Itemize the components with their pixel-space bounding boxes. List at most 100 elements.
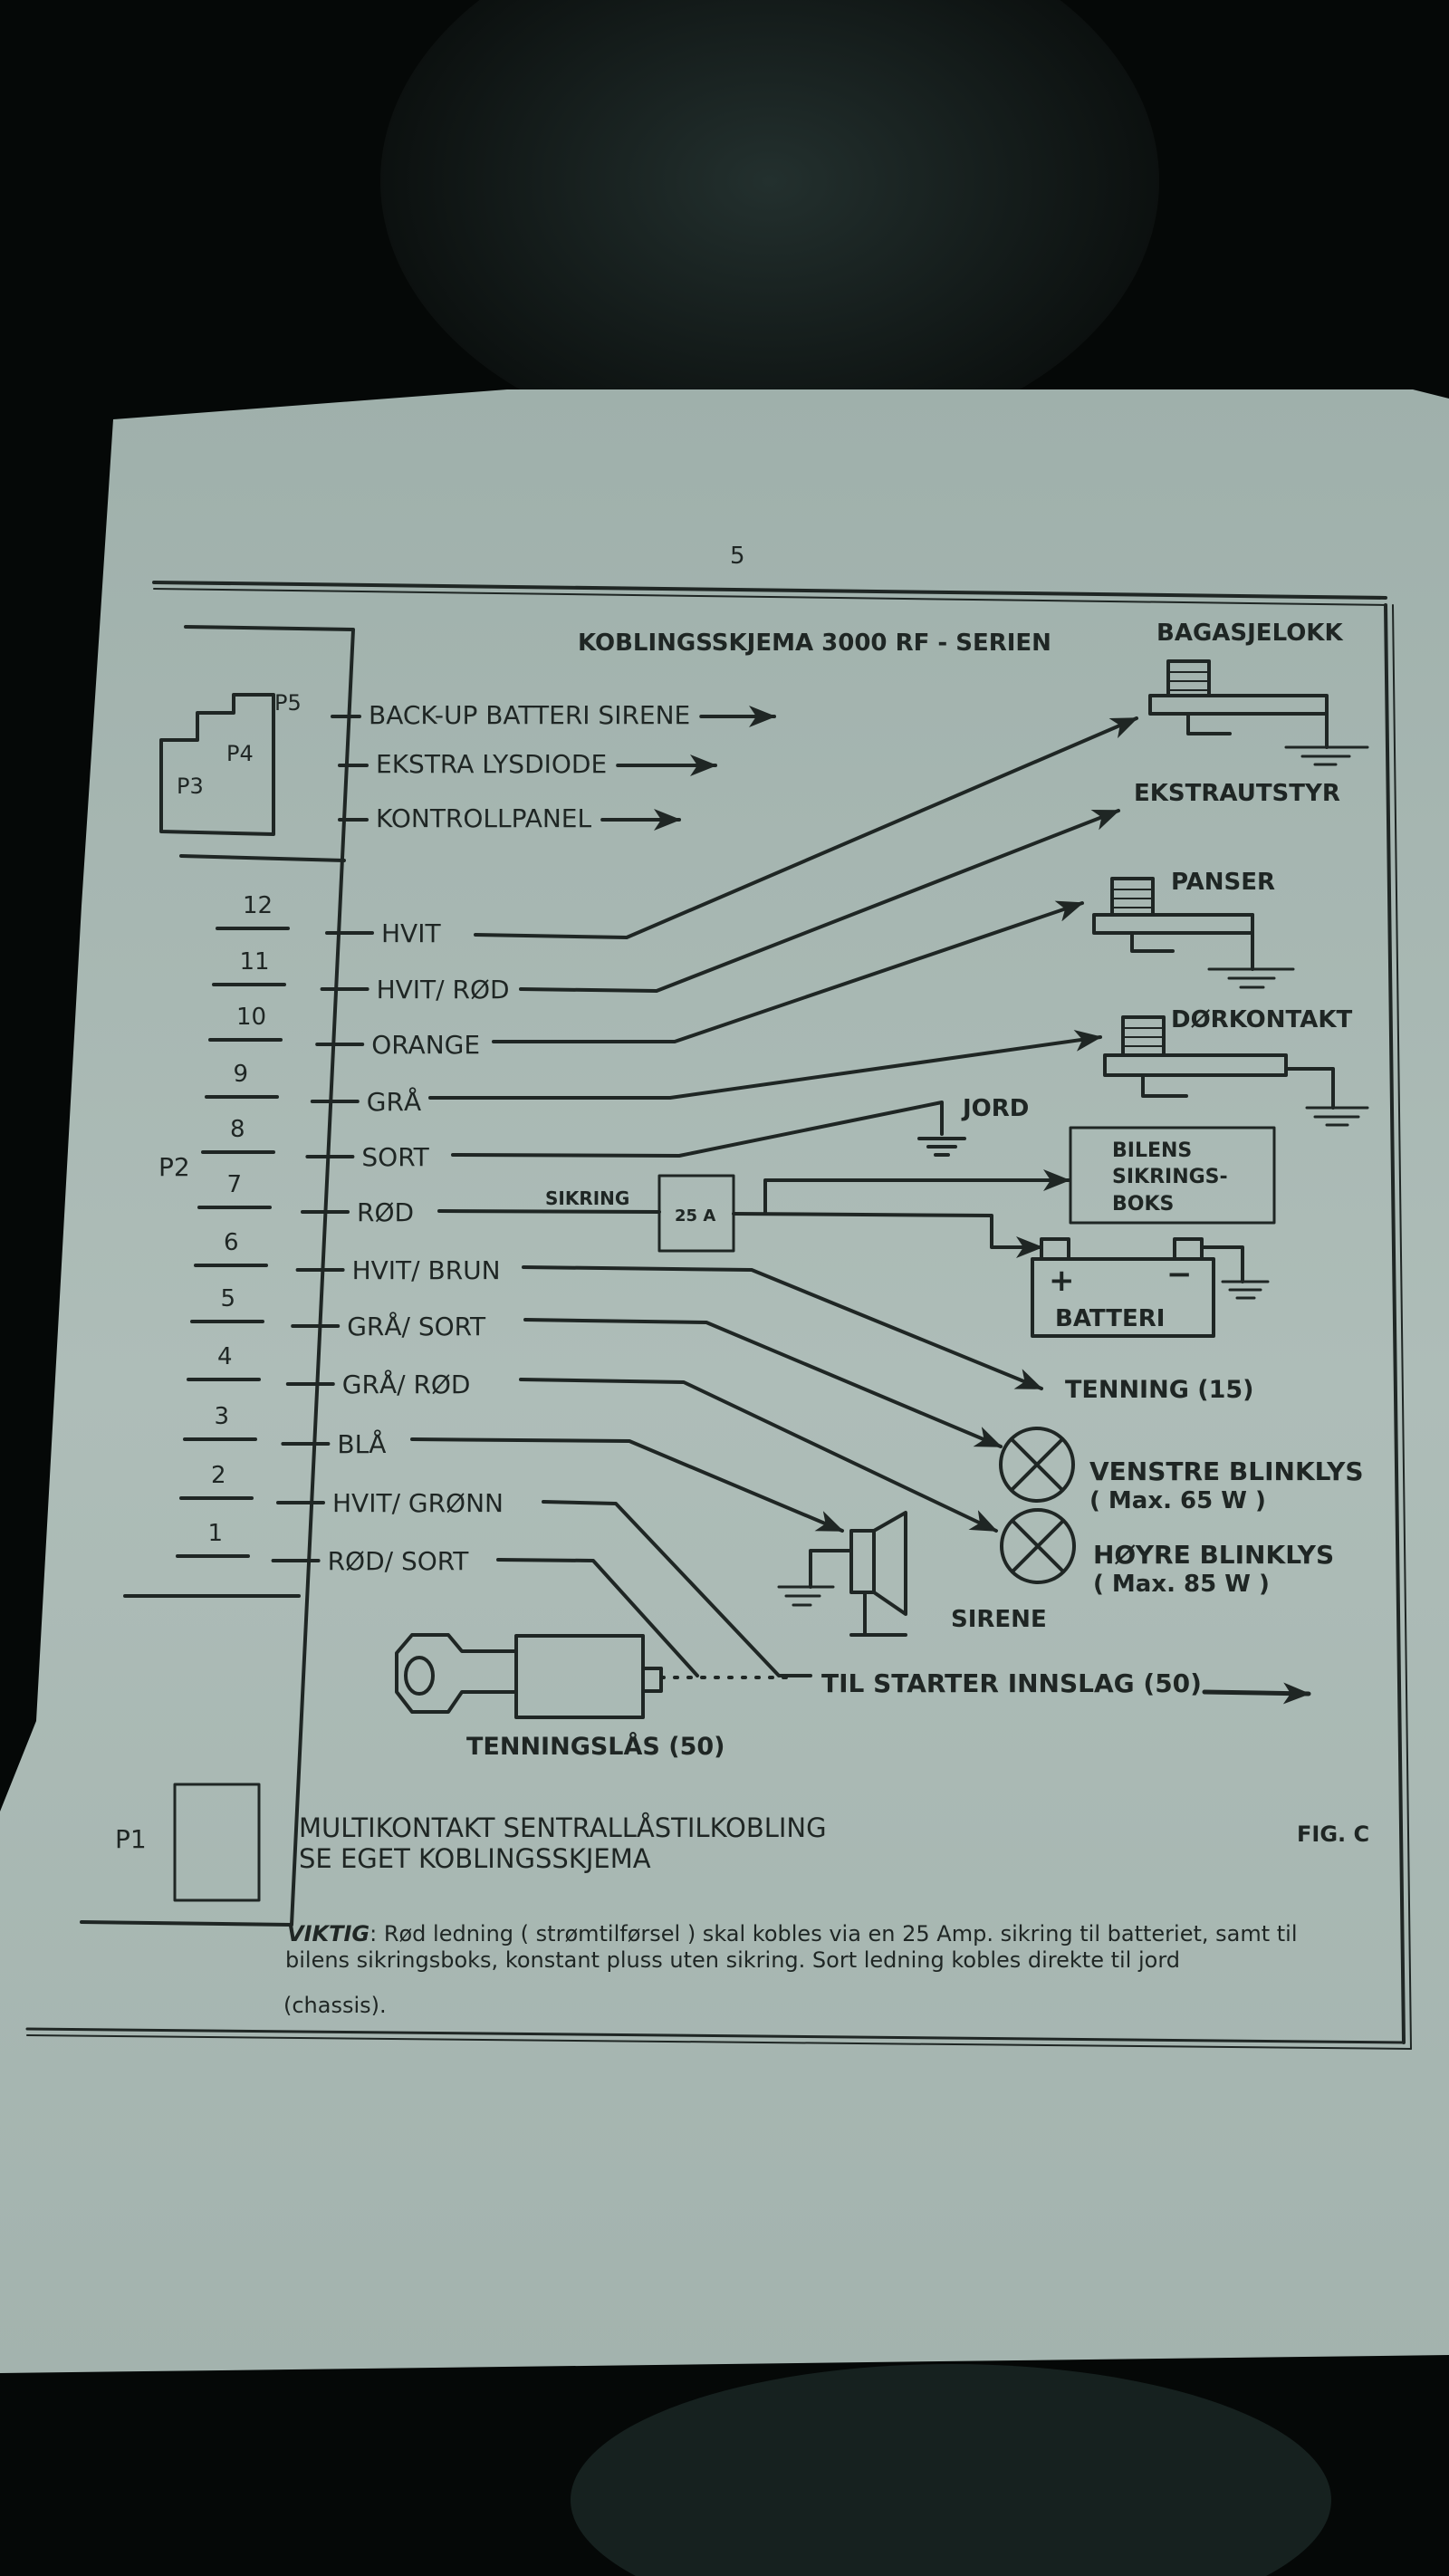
- right-blinker-max: ( Max. 85 W ): [1093, 1571, 1270, 1598]
- wire-color-label: HVIT/ BRUN: [352, 1255, 501, 1285]
- right-blinker-label: HØYRE BLINKLYS: [1093, 1540, 1334, 1570]
- wire-rod-sort: [496, 1558, 699, 1677]
- paper-sheet: [0, 389, 1449, 2373]
- important-note-line-1: : Rød ledning ( strømtilførsel ) skal ko…: [369, 1921, 1297, 1946]
- pin-number: 6: [224, 1229, 239, 1256]
- switch-bagasjelokk: [1148, 659, 1369, 766]
- left-blinker-max: ( Max. 65 W ): [1089, 1487, 1266, 1514]
- wire-color-label: SORT: [361, 1142, 429, 1172]
- siren-label: SIRENE: [951, 1606, 1047, 1633]
- connector-label-p3: P3: [177, 774, 204, 799]
- component-label-ekstrautstyr: EKSTRAUTSTYR: [1134, 780, 1340, 807]
- important-note: VIKTIG: Rød ledning ( strømtilførsel ) s…: [283, 1921, 1298, 2018]
- wire-color-label: GRÅ/ SORT: [347, 1311, 486, 1341]
- pin-number: 9: [234, 1061, 249, 1088]
- wire-color-label: GRÅ: [367, 1086, 421, 1117]
- frame-right-inner: [1392, 604, 1412, 2050]
- diagram-title: KOBLINGSSKJEMA 3000 RF - SERIEN: [578, 630, 1051, 657]
- switch-dorkontakt: [1103, 1015, 1369, 1127]
- background-fabric: [380, 0, 1159, 453]
- fuse-box-line-2: SIKRINGS-: [1112, 1166, 1228, 1188]
- upper-output-label: KONTROLLPANEL: [376, 803, 591, 833]
- connector-bus: [80, 625, 355, 1927]
- component-label-dorkontakt: DØRKONTAKT: [1171, 1006, 1353, 1033]
- battery: + − BATTERI: [1031, 1237, 1270, 1338]
- connector-label-p1: P1: [115, 1824, 147, 1854]
- wire-hvit-brun: [522, 1265, 1043, 1390]
- figure-label: FIG. C: [1297, 1821, 1369, 1847]
- battery-minus: −: [1166, 1256, 1193, 1293]
- ignition-key: [395, 1633, 663, 1719]
- pin-number: 12: [243, 892, 273, 919]
- pin-number: 10: [236, 1004, 266, 1031]
- switch-panser: [1092, 877, 1295, 989]
- wire-color-label: ORANGE: [371, 1030, 480, 1060]
- battery-plus: +: [1049, 1263, 1075, 1299]
- connector-label-p5: P5: [274, 690, 302, 716]
- component-label-panser: PANSER: [1171, 869, 1275, 896]
- wire-color-label: BLÅ: [337, 1428, 386, 1459]
- lamp-right-blinker: [1000, 1508, 1076, 1584]
- wires: [410, 716, 1138, 1677]
- wire-gra: [428, 1030, 1102, 1100]
- fuse-label: SIKRING: [545, 1187, 629, 1209]
- upper-outputs: BACK-UP BATTERI SIRENE EKSTRA LYSDIODE KON…: [331, 700, 776, 833]
- background-fabric-bottom: [571, 2364, 1331, 2576]
- wire-gra-sort: [523, 1318, 1003, 1448]
- wire-fuse-to-battery: [732, 1212, 1043, 1258]
- frame-bottom: [25, 2027, 1406, 2044]
- fuse-rating: 25 A: [675, 1206, 715, 1226]
- siren: [777, 1511, 907, 1637]
- wire-color-label: RØD/ SORT: [328, 1546, 470, 1576]
- wire-color-label: HVIT: [381, 918, 441, 948]
- wire-hvit-gronn: [542, 1500, 812, 1677]
- important-note-line-2: bilens sikringsboks, konstant pluss uten…: [285, 1947, 1180, 1973]
- fuse-box-line-3: BOKS: [1112, 1193, 1174, 1216]
- pin-number: 3: [215, 1403, 230, 1430]
- connector-label-p2: P2: [158, 1152, 190, 1182]
- upper-output-label: BACK-UP BATTERI SIRENE: [369, 700, 690, 730]
- connector-p3-p4-p5-outline: [159, 693, 275, 836]
- pin-number: 5: [221, 1285, 236, 1312]
- pin-number: 11: [240, 948, 270, 976]
- upper-output-label: EKSTRA LYSDIODE: [376, 749, 607, 779]
- pin-number: 8: [230, 1116, 245, 1143]
- page-number: 5: [730, 543, 745, 570]
- wire-color-label: RØD: [357, 1197, 414, 1227]
- frame-right: [1384, 603, 1406, 2044]
- wire-hvit: [474, 716, 1138, 939]
- wire-sort: [451, 1101, 944, 1158]
- component-label-jord: JORD: [961, 1095, 1029, 1122]
- pin-number: 1: [208, 1520, 224, 1547]
- connector-p1: [173, 1783, 261, 1902]
- wire-color-label: HVIT/ GRØNN: [332, 1488, 504, 1518]
- frame-top: [152, 581, 1387, 600]
- wire-hvit-rod: [519, 809, 1120, 993]
- connector-bus-divider: [179, 854, 346, 862]
- frame-top-inner: [153, 588, 1387, 606]
- starter-arrow-icon: [1202, 1682, 1311, 1705]
- pin-number: 7: [227, 1171, 243, 1198]
- fuse-box-line-1: BILENS: [1112, 1139, 1192, 1162]
- wire-gra-rod: [519, 1378, 998, 1533]
- battery-label: BATTERI: [1055, 1305, 1165, 1332]
- important-note-label: VIKTIG: [287, 1921, 369, 1946]
- important-note-line-3: (chassis).: [283, 1993, 387, 2018]
- component-label-bagasjelokk: BAGASJELOKK: [1156, 620, 1343, 647]
- ground-symbol-jord: [917, 1137, 966, 1157]
- p1-note-line-2: SE EGET KOBLINGSSKJEMA: [299, 1843, 651, 1874]
- pin-number: 4: [217, 1343, 233, 1370]
